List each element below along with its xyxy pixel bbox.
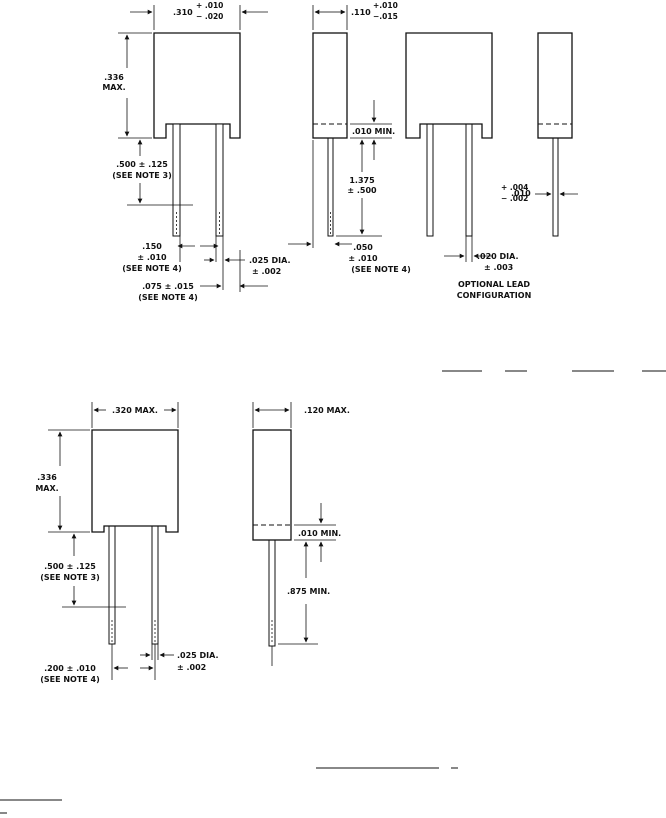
bottom-lead-dia-line2: ± .002 — [177, 663, 206, 672]
top-thickness-tol-minus: −.015 — [373, 12, 398, 21]
top-side-offset-line2: ± .010 — [348, 254, 378, 263]
bottom-spacing-line1: .200 ± .010 — [44, 664, 96, 673]
top-side-lead-line1: 1.375 — [349, 176, 375, 185]
top-lead-length-line1: .500 ± .125 — [116, 160, 168, 169]
top-spacing-line1: .150 — [142, 242, 162, 251]
top-standoff: .010 MIN. — [352, 127, 395, 136]
top-lead-length-line2: (SEE NOTE 3) — [112, 171, 172, 180]
bottom-height-line2: MAX. — [35, 484, 58, 493]
bottom-side-view — [252, 402, 336, 666]
optional-line2: CONFIGURATION — [457, 291, 532, 300]
bottom-standoff: .010 MIN. — [298, 529, 341, 538]
top-width-value: .310 — [173, 8, 193, 17]
top-spacing-line3: (SEE NOTE 4) — [122, 264, 182, 273]
alt-thick-tol-plus: + .004 — [501, 183, 528, 192]
top-width-tol-minus: − .020 — [196, 12, 223, 21]
bottom-side-lead: .875 MIN. — [287, 587, 330, 596]
top-side-offset-line1: .050 — [353, 243, 373, 252]
bottom-lead-length-line2: (SEE NOTE 3) — [40, 573, 100, 582]
optional-front-view — [405, 32, 493, 262]
alt-dia-line2: ± .003 — [484, 263, 513, 272]
bottom-thickness: .120 MAX. — [304, 406, 350, 415]
top-side-offset-line3: (SEE NOTE 4) — [351, 265, 411, 274]
top-height-line1: .336 — [104, 73, 124, 82]
top-spacing-line2: ± .010 — [137, 253, 167, 262]
bottom-lead-dia-line1: .025 DIA. — [177, 651, 219, 660]
top-width-tol-plus: + .010 — [196, 1, 223, 10]
optional-line1: OPTIONAL LEAD — [458, 280, 530, 289]
top-thickness-tol-plus: +.010 — [373, 1, 398, 10]
bottom-lead-length-line1: .500 ± .125 — [44, 562, 96, 571]
top-offset-line1: .075 ± .015 — [142, 282, 194, 291]
page-rules — [0, 370, 666, 814]
bottom-front-view — [48, 402, 179, 680]
alt-thick-value: .010 — [511, 189, 531, 198]
top-lead-dia-line2: ± .002 — [252, 267, 281, 276]
bottom-height-line1: .336 — [37, 473, 57, 482]
top-thickness-value: .110 — [351, 8, 371, 17]
optional-side-view — [535, 32, 578, 237]
alt-dia-line1: .020 DIA. — [477, 252, 519, 261]
top-lead-dia-line1: .025 DIA. — [249, 256, 291, 265]
alt-thick-tol-minus: − .002 — [501, 194, 528, 203]
bottom-width: .320 MAX. — [112, 406, 158, 415]
top-offset-line2: (SEE NOTE 4) — [138, 293, 198, 302]
top-height-line2: MAX. — [102, 83, 125, 92]
top-front-view — [118, 5, 268, 292]
top-side-lead-line2: ± .500 — [347, 186, 377, 195]
bottom-spacing-line2: (SEE NOTE 4) — [40, 675, 100, 684]
top-side-view — [288, 5, 392, 248]
